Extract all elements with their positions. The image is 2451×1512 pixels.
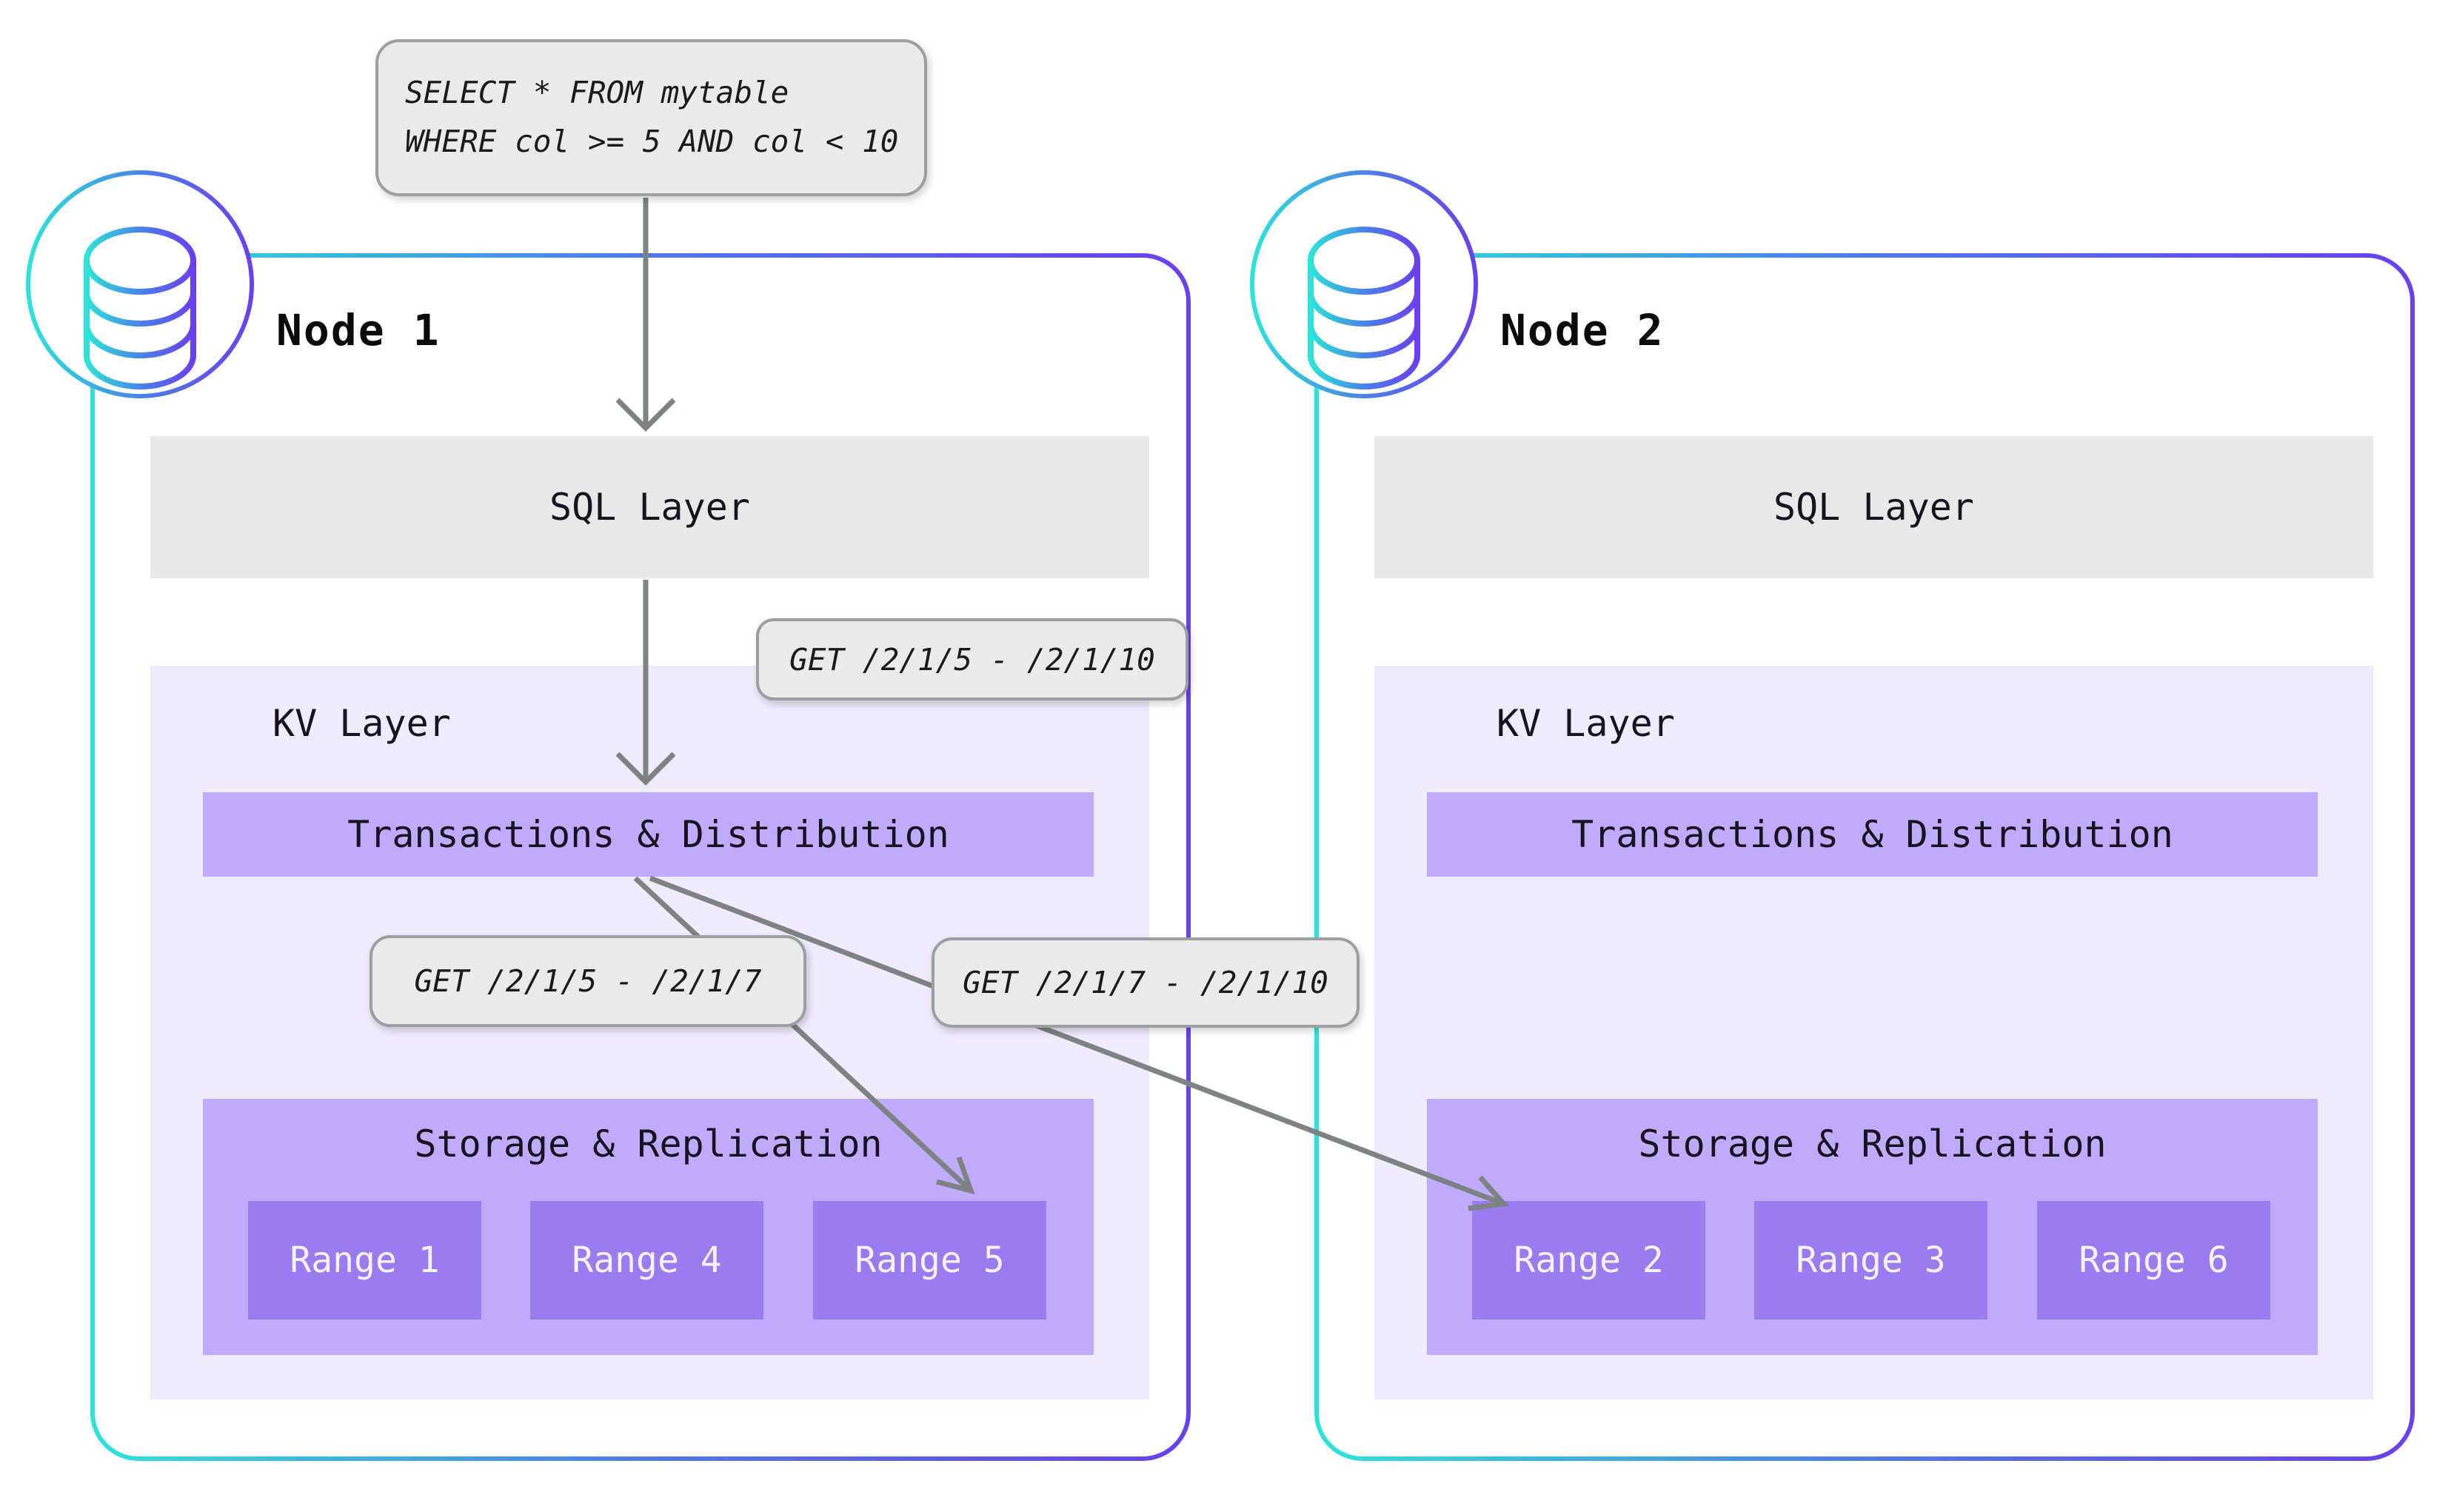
kv-request-label-full: GET /2/1/5 - /2/1/10 — [756, 618, 1188, 700]
node1-transactions-label: Transactions & Distribution — [347, 813, 949, 856]
node1-sql-layer-panel: SQL Layer — [150, 436, 1149, 578]
node2-sql-layer-label: SQL Layer — [1773, 486, 1974, 529]
sql-query-line1: SELECT * FROM mytable — [405, 75, 789, 111]
node1-sql-layer-label: SQL Layer — [549, 486, 750, 529]
node2-border — [1314, 253, 2415, 1461]
kv-request-label-local: GET /2/1/5 - /2/1/7 — [370, 935, 806, 1027]
arrow-transactions-to-range2 — [649, 875, 1510, 1211]
node2-kv-layer-label: KV Layer — [1497, 702, 1675, 745]
arrow-transactions-to-range5 — [633, 876, 975, 1195]
kv-request-label-remote: GET /2/1/7 - /2/1/10 — [932, 937, 1360, 1028]
node1-storage-label: Storage & Replication — [414, 1123, 883, 1165]
arrow-query-to-sql — [615, 198, 676, 432]
node2-transactions-bar: Transactions & Distribution — [1427, 792, 2318, 877]
node2-storage-label: Storage & Replication — [1638, 1123, 2107, 1165]
sql-query-label: SELECT * FROM mytable WHERE col >= 5 AND… — [375, 39, 927, 196]
node2-sql-layer-panel: SQL Layer — [1374, 436, 2373, 578]
node1-kv-layer-label: KV Layer — [272, 702, 451, 745]
node1-range-5: Range 5 — [813, 1201, 1046, 1319]
node1-border — [90, 253, 1191, 1461]
node1-transactions-bar: Transactions & Distribution — [203, 792, 1094, 877]
arrow-sql-to-transactions — [615, 580, 676, 786]
node1-database-icon — [26, 170, 254, 398]
node1-range-4: Range 4 — [530, 1201, 763, 1319]
node2-range-6: Range 6 — [2037, 1201, 2270, 1319]
node2-range-2: Range 2 — [1472, 1201, 1705, 1319]
node2-range-3: Range 3 — [1754, 1201, 1987, 1319]
node2-title: Node 2 — [1500, 305, 1665, 355]
node1-title: Node 1 — [276, 305, 441, 355]
sql-query-line2: WHERE col >= 5 AND col < 10 — [405, 124, 899, 159]
node1-range-1: Range 1 — [248, 1201, 481, 1319]
node2-transactions-label: Transactions & Distribution — [1571, 813, 2173, 856]
node2-database-icon — [1250, 170, 1478, 398]
